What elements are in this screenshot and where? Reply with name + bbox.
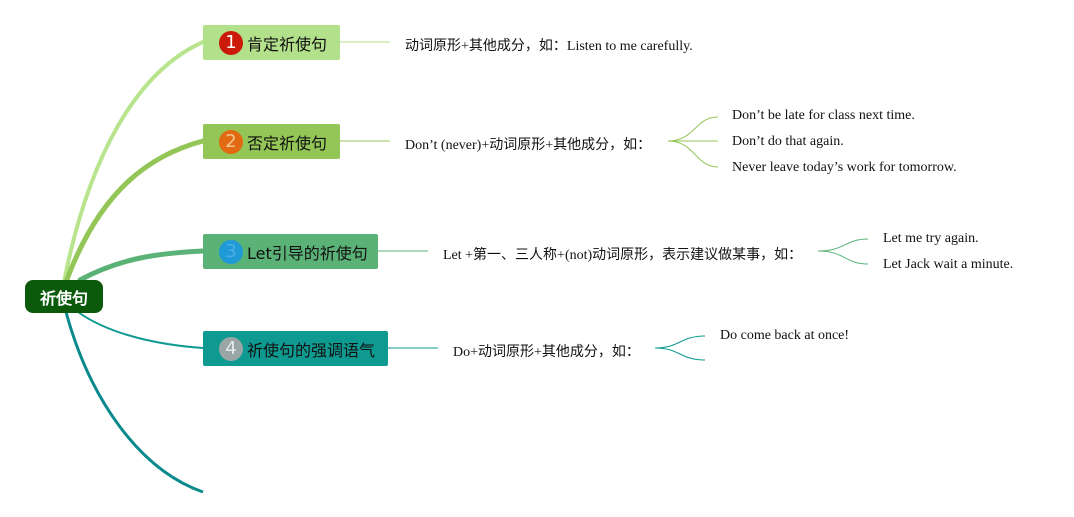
topic-1-number-badge: 1 xyxy=(219,30,243,55)
topic-2-example: Don’t do that again. xyxy=(732,134,844,149)
topic-4-node[interactable]: 4 祈使句的强调语气 xyxy=(203,331,388,366)
branch-curve-3 xyxy=(77,248,206,283)
topic-1-description: 动词原形+其他成分，如：Listen to me carefully. xyxy=(405,39,693,54)
topic-3-example: Let Jack wait a minute. xyxy=(883,257,1014,272)
branch-curve-1 xyxy=(62,40,205,284)
topic-4-label: 祈使句的强调语气 xyxy=(247,340,376,360)
topic-2-example: Never leave today’s work for tomorrow. xyxy=(732,160,957,175)
topic-1-node[interactable]: 1 肯定祈使句 xyxy=(203,25,340,60)
topic-2-label: 否定祈使句 xyxy=(247,133,328,153)
topic-3-node[interactable]: 3 Let引导的祈使句 xyxy=(203,234,378,269)
topic-3-number-badge: 3 xyxy=(219,239,243,264)
topic-2-number-badge: 2 xyxy=(219,129,243,154)
topic-2-example: Don’t be late for class next time. xyxy=(732,108,915,123)
branch-curve-5 xyxy=(64,311,204,494)
branch-curve-4 xyxy=(77,311,204,349)
topic-4-number-badge: 4 xyxy=(219,336,243,361)
topic-3-description: Let +第一、三人称+(not)动词原形，表示建议做某事，如： xyxy=(443,248,803,263)
fork-2 xyxy=(667,116,719,168)
fork-4 xyxy=(654,335,706,361)
topic-4-description: Do+动词原形+其他成分，如： xyxy=(453,345,640,360)
topic-3-example: Let me try again. xyxy=(883,231,979,246)
topic-1-label: 肯定祈使句 xyxy=(247,34,328,54)
topic-3-label: Let引导的祈使句 xyxy=(247,243,368,263)
topic-4-example: Do come back at once! xyxy=(720,328,850,343)
root-node[interactable]: 祈使句 xyxy=(25,280,103,313)
branch-curve-2 xyxy=(63,138,206,285)
topic-2-description: Don’t (never)+动词原形+其他成分，如： xyxy=(405,138,652,153)
fork-3 xyxy=(817,238,869,265)
topic-2-node[interactable]: 2 否定祈使句 xyxy=(203,124,340,159)
